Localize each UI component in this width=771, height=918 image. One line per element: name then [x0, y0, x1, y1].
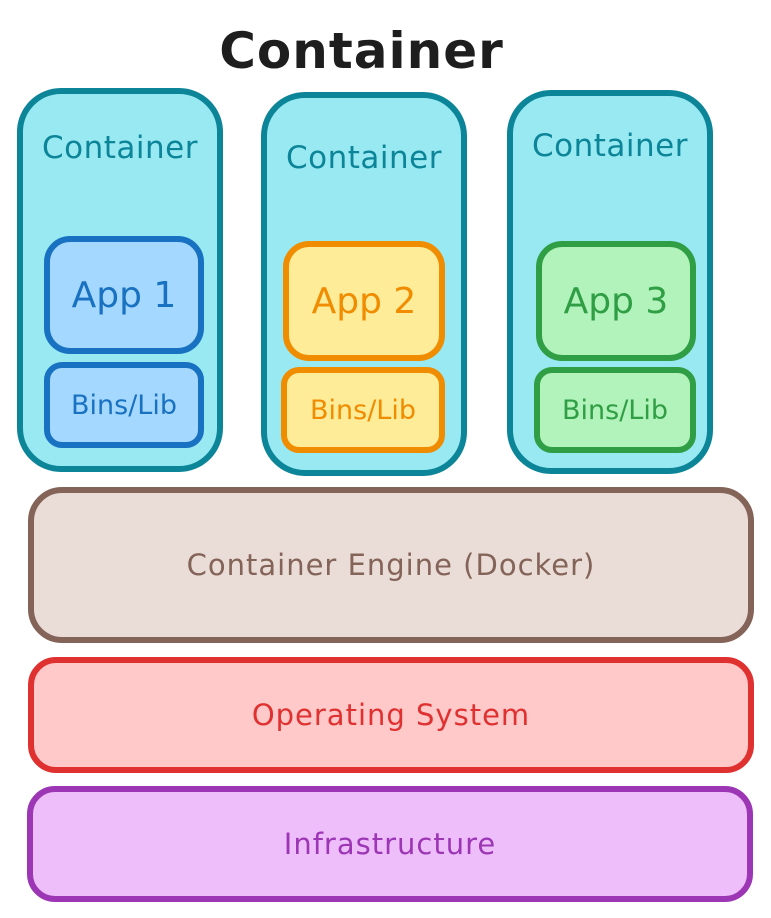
container-3-label: Container — [532, 128, 688, 164]
container-1-label: Container — [42, 130, 198, 166]
container-3: Container App 3 Bins/Lib — [507, 90, 713, 474]
container-2-label: Container — [286, 140, 442, 176]
operating-system-layer: Operating System — [28, 657, 754, 773]
container-1: Container App 1 Bins/Lib — [17, 88, 223, 472]
bins-lib-3-box: Bins/Lib — [534, 367, 696, 453]
app-3-box: App 3 — [536, 241, 696, 361]
container-2: Container App 2 Bins/Lib — [261, 92, 467, 476]
bins-lib-1-box: Bins/Lib — [44, 362, 204, 448]
app-2-box: App 2 — [283, 241, 445, 361]
container-engine-layer: Container Engine (Docker) — [28, 487, 754, 643]
infrastructure-layer: Infrastructure — [27, 786, 753, 902]
diagram-title: Container — [219, 22, 504, 80]
app-1-box: App 1 — [44, 236, 204, 354]
bins-lib-2-box: Bins/Lib — [281, 367, 445, 453]
